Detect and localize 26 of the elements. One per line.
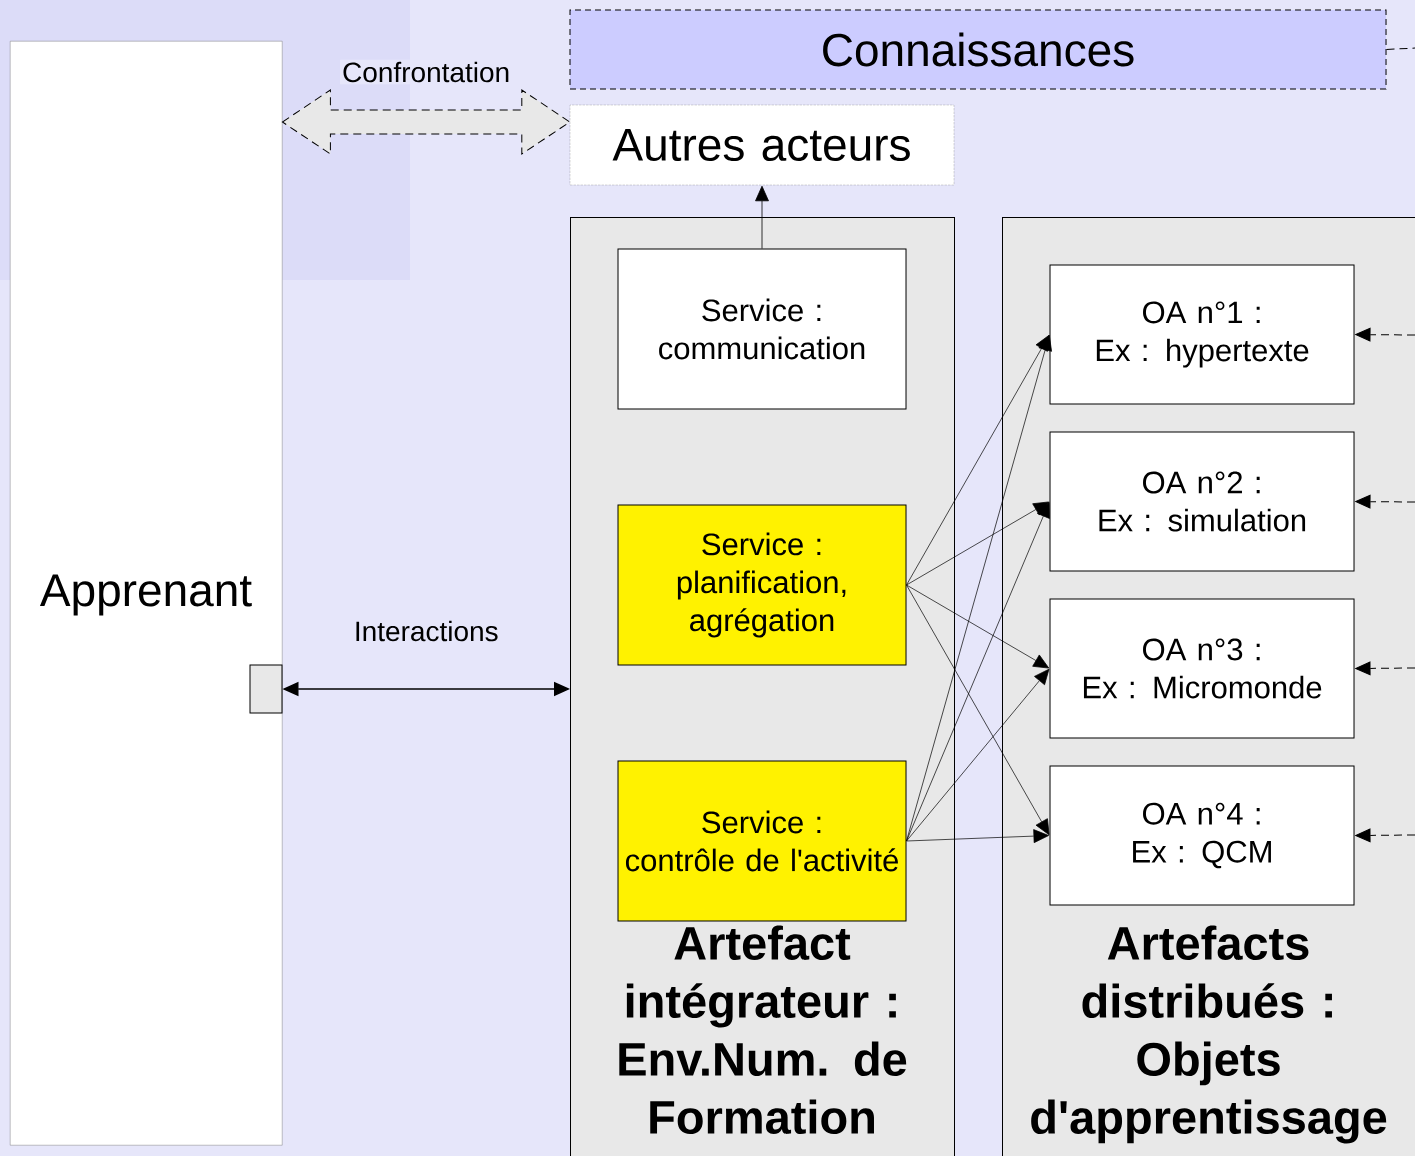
learner-box: Apprenant (10, 41, 283, 1146)
arrow (906, 584, 1050, 669)
arrow (755, 185, 769, 249)
port-box (249, 664, 283, 714)
learning-object-box: OA n°2 : Ex : simulation (1049, 431, 1355, 572)
edge-label: Interactions (351, 618, 501, 644)
service-box: Service : planification, agrégation (617, 504, 907, 666)
arrow (906, 501, 1050, 586)
service-box: Service : contrôle de l'activité (617, 760, 907, 922)
arrow (906, 829, 1049, 843)
dashed-arrow (1355, 327, 1415, 342)
service-box: Service : communication (617, 248, 907, 410)
dashed-arrow (1355, 661, 1415, 676)
knowledge-banner: Connaissances (569, 9, 1387, 90)
arrow (906, 501, 1050, 842)
arrow (906, 668, 1050, 842)
block-arrow (281, 89, 571, 155)
actor-box: Autres acteurs (569, 104, 955, 186)
dashed-arrow (1355, 828, 1415, 843)
learning-object-box: OA n°4 : Ex : QCM (1049, 765, 1355, 906)
learning-object-box: OA n°1 : Ex : hypertexte (1049, 264, 1355, 405)
dashed-line (1386, 47, 1415, 50)
learning-object-box: OA n°3 : Ex : Micromonde (1049, 598, 1355, 739)
arrow (906, 584, 1050, 836)
edge-label: Confrontation (340, 59, 513, 85)
dashed-arrow (1355, 494, 1415, 509)
